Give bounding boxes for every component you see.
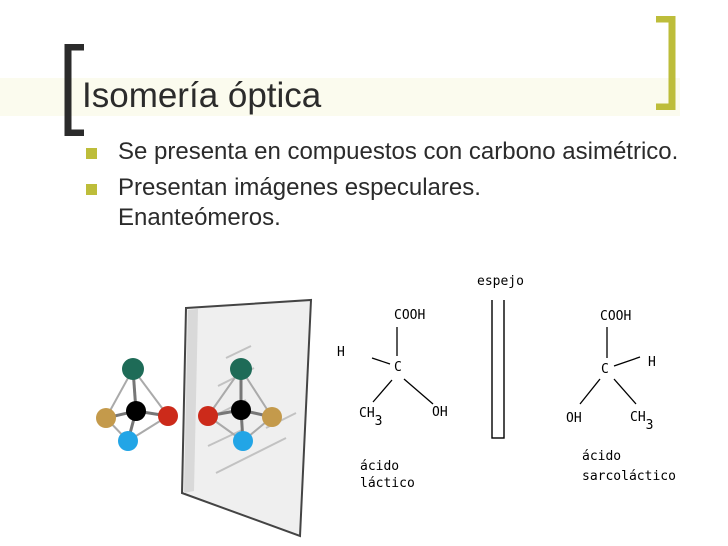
atom-c-right: C bbox=[601, 362, 609, 377]
mirror-label: espejo bbox=[477, 274, 524, 289]
name-line1-left: ácido bbox=[360, 459, 400, 474]
group-cooh-right: COOH bbox=[600, 309, 632, 324]
atom-h-left: H bbox=[337, 345, 345, 360]
left-bracket-icon bbox=[64, 44, 84, 136]
group-cooh-left: COOH bbox=[394, 308, 426, 323]
group-ch3-right: CH3 bbox=[630, 410, 654, 433]
right-bracket-icon bbox=[656, 16, 676, 110]
molecule-mirror-illustration bbox=[96, 298, 313, 538]
bullet-square-icon bbox=[86, 148, 97, 159]
molecule-3d-left bbox=[96, 358, 178, 451]
formula-bonds bbox=[371, 300, 641, 439]
bullet-text: Presentan imágenes especulares. Enanteóm… bbox=[118, 174, 481, 231]
atom-h-right: H bbox=[648, 355, 656, 370]
bullet-square-icon bbox=[86, 184, 97, 195]
name-line2-left: láctico bbox=[360, 476, 415, 491]
title-band bbox=[0, 78, 680, 116]
group-oh-right: OH bbox=[566, 411, 582, 426]
mirror-bar bbox=[491, 300, 505, 439]
molecule-3d-right bbox=[198, 358, 282, 451]
name-line1-right: ácido bbox=[582, 449, 622, 464]
bullet-text: Se presenta en compuestos con carbono as… bbox=[118, 138, 679, 165]
group-oh-left: OH bbox=[432, 405, 448, 420]
bullet-item: Se presenta en compuestos con carbono as… bbox=[86, 137, 686, 167]
bullet-item: Presentan imágenes especulares. Enanteóm… bbox=[86, 173, 588, 233]
name-line2-right: sarcoláctico bbox=[582, 469, 676, 484]
atom-c-left: C bbox=[394, 360, 402, 375]
slide-title: Isomería óptica bbox=[82, 76, 322, 115]
group-ch3-left: CH3 bbox=[359, 406, 383, 429]
bullet-list: Se presenta en compuestos con carbono as… bbox=[86, 137, 686, 239]
